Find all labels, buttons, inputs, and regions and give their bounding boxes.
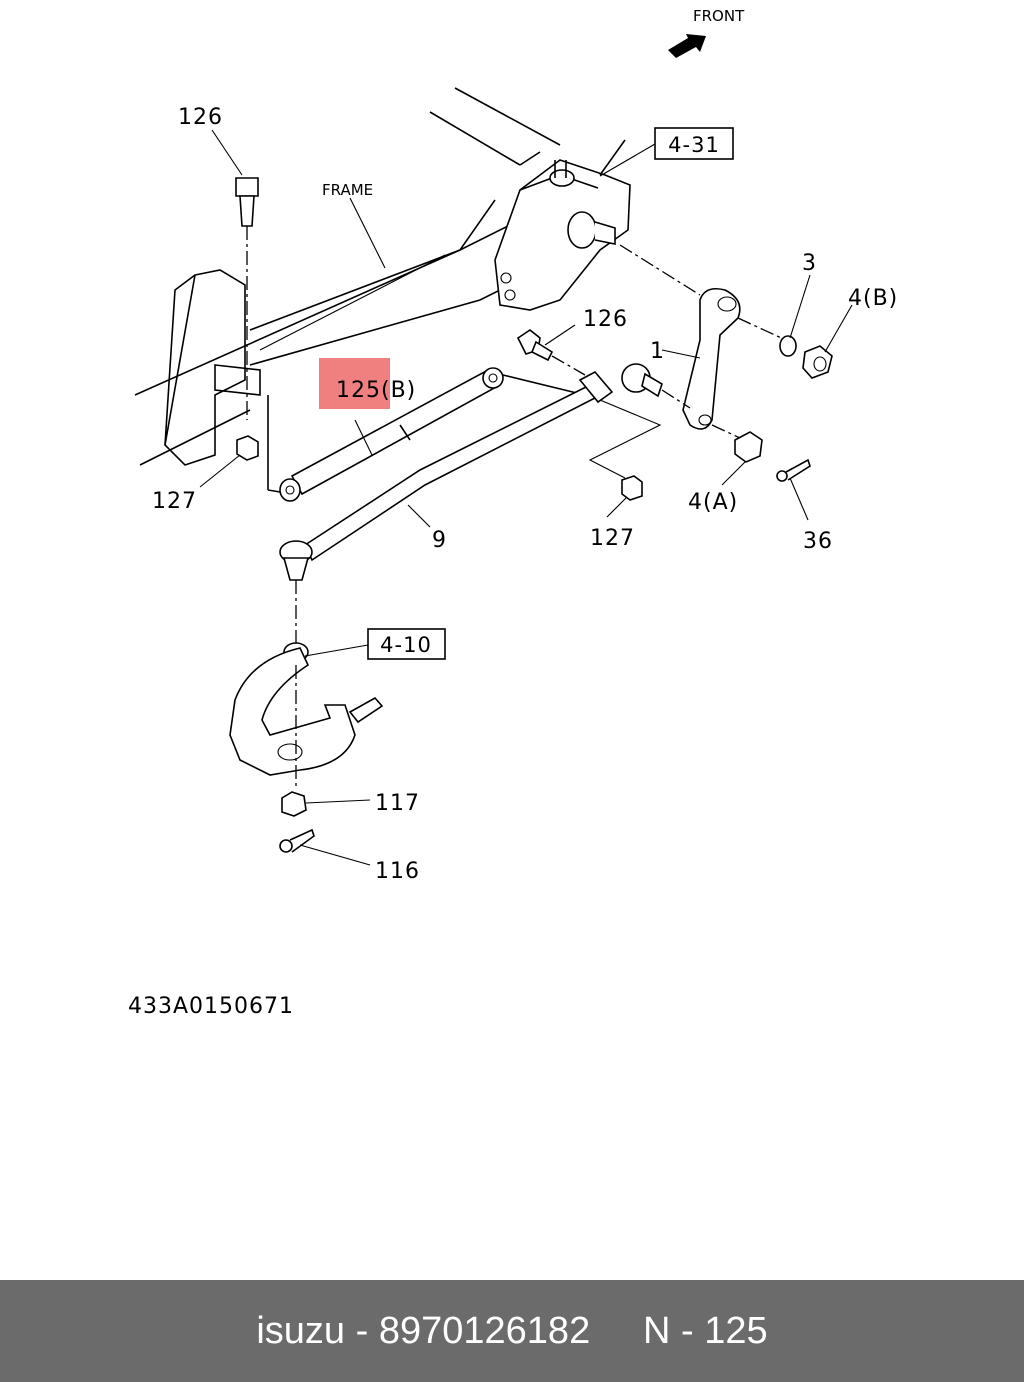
callout-127-left: 127 [152,489,197,514]
front-arrow-icon [668,34,706,58]
diagram-ref-prefix: N - [643,1309,705,1352]
strut-125b [279,367,586,502]
cotter-pin-116 [279,828,315,853]
callout-126-top: 126 [178,105,223,130]
callout-125b: 125(B) [336,378,416,403]
callout-127-right: 127 [590,526,635,551]
brand-name: isuzu [256,1309,346,1352]
nut-4b [802,345,833,379]
nut-127-left [236,435,259,461]
ref-box-4-10: 4-10 [367,628,446,660]
cotter-pin-36 [776,458,811,482]
callout-4b: 4(B) [848,286,898,311]
callout-1: 1 [650,339,665,364]
callout-9: 9 [432,528,447,553]
part-number: 8970126182 [378,1309,591,1352]
leader-lines [199,129,853,866]
footer-spacer [590,1310,643,1353]
parts-diagram: FRONT [128,7,898,1019]
callout-117: 117 [375,791,420,816]
drag-link-9 [279,363,691,645]
drawing-number: 433A0150671 [128,994,294,1019]
bolt-126-mid [516,329,586,376]
ref-box-4-31-label: 4-31 [668,133,720,157]
ref-box-4-10-label: 4-10 [380,633,432,657]
diagram-ref-number: 125 [704,1309,768,1352]
callout-126-mid: 126 [583,307,628,332]
ref-box-4-31: 4-31 [654,127,734,160]
callout-4a: 4(A) [688,490,738,515]
callout-3: 3 [802,251,817,276]
footer-separator: - [345,1309,379,1352]
callout-36: 36 [803,529,833,554]
castle-nut-4a [734,431,763,463]
knuckle-arm [229,642,384,790]
washer-3 [779,335,797,357]
bolt-126-top [235,177,259,420]
pitman-arm [619,244,791,439]
frame-label: FRAME [322,181,373,199]
castle-nut-117 [281,791,307,817]
front-indicator: FRONT [668,7,745,58]
steering-gear-box [494,139,631,311]
front-label: FRONT [693,7,745,25]
highlight-125b [319,358,390,409]
frame-bracket [164,269,281,493]
callout-116: 116 [375,859,420,884]
part-footer-bar: isuzu - 8970126182 N - 125 [0,1280,1024,1382]
nut-127-right [621,475,643,501]
